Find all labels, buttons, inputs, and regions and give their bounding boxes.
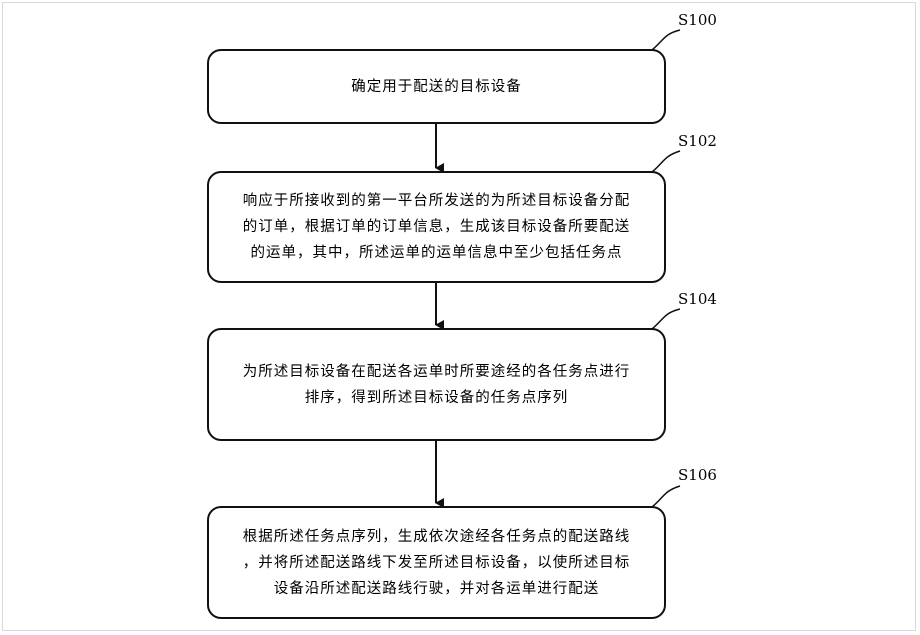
step-box-s104: 为所述目标设备在配送各运单时所要途经的各任务点进行 排序，得到所述目标设备的任务… [207, 328, 666, 441]
step-label-s104: S104 [678, 290, 717, 308]
step-box-s106: 根据所述任务点序列，生成依次途经各任务点的配送路线 ，并将所述配送路线下发至所述… [207, 506, 666, 619]
step-text-s102: 响应于所接收到的第一平台所发送的为所述目标设备分配 的订单，根据订单的订单信息，… [242, 193, 631, 261]
leader-s104 [651, 308, 681, 330]
step-label-s106: S106 [678, 466, 717, 484]
step-label-s100: S100 [678, 11, 717, 29]
leader-s106 [651, 485, 681, 508]
step-text-s104: 为所述目标设备在配送各运单时所要途经的各任务点进行 排序，得到所述目标设备的任务… [242, 363, 631, 406]
step-box-s100: 确定用于配送的目标设备 [207, 49, 666, 124]
step-text-s100: 确定用于配送的目标设备 [351, 78, 522, 95]
leader-s102 [651, 150, 681, 173]
step-text-s106: 根据所述任务点序列，生成依次途经各任务点的配送路线 ，并将所述配送路线下发至所述… [242, 528, 631, 597]
step-box-s102: 响应于所接收到的第一平台所发送的为所述目标设备分配 的订单，根据订单的订单信息，… [207, 171, 666, 283]
step-label-s102: S102 [678, 132, 717, 150]
leader-s100 [651, 29, 681, 51]
